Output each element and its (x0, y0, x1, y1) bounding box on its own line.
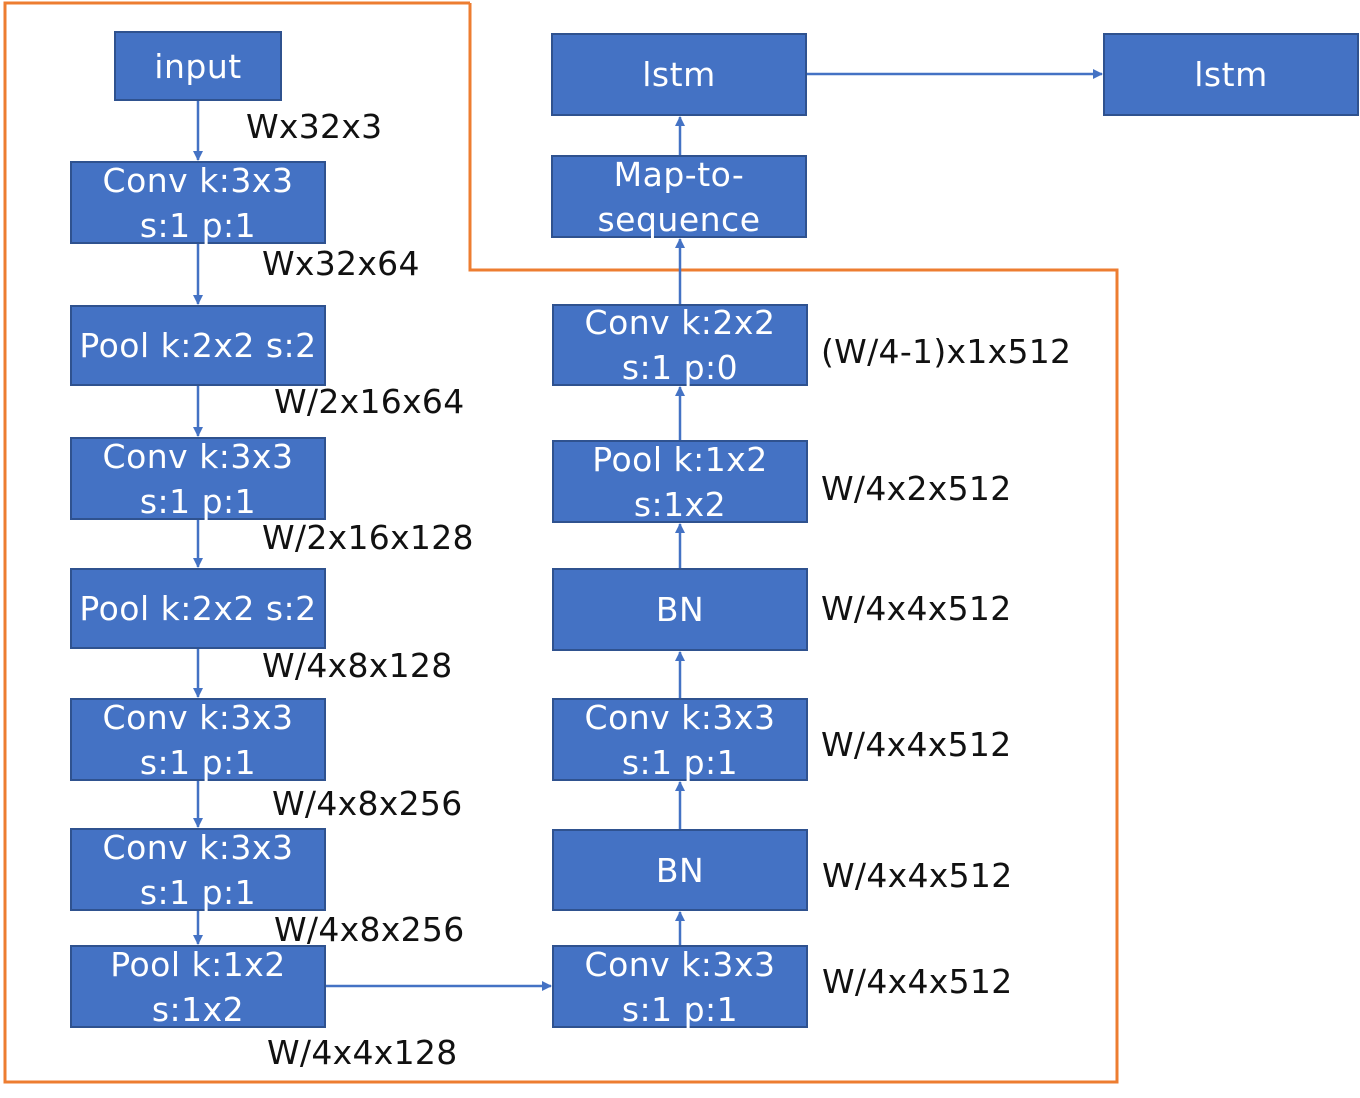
lstm2-node: lstm (1103, 33, 1359, 116)
dim-after-conv3: W/4x8x256 (272, 784, 463, 823)
node-label-line: Pool k:1x2 (592, 439, 768, 479)
node-label-line: Pool k:2x2 s:2 (79, 589, 317, 628)
conv2-node: Conv k:3x3 s:1 p:1 (70, 436, 326, 521)
node-label-line: s:1 p:1 (621, 742, 739, 782)
node-label-line: Conv k:2x2 (584, 303, 776, 342)
node-label-line: Conv k:3x3 (584, 697, 776, 737)
node-label-line: s:1 p:1 (139, 872, 257, 912)
dim-after-conv4: W/4x8x256 (274, 910, 465, 949)
conv3-node: Conv k:3x3 s:1 p:1 (70, 697, 326, 782)
pool4-node: Pool k:1x2 s:1x2 (552, 439, 808, 524)
node-label-line: s:1 p:0 (621, 348, 739, 387)
node-label-line: sequence (597, 199, 761, 239)
dim-after-bn2: W/4x4x512 (821, 589, 1012, 628)
pool2-node: Pool k:2x2 s:2 (70, 568, 326, 649)
node-label-line: BN (655, 590, 705, 629)
dim-after-pool1: W/2x16x64 (274, 382, 465, 421)
pool3-node: Pool k:1x2 s:1x2 (70, 944, 326, 1029)
bn2-node: BN (552, 568, 808, 651)
map-to-sequence-node: Map-to-sequence (551, 154, 807, 239)
node-label-line: s:1x2 (633, 484, 727, 524)
dim-after-conv5: W/4x4x512 (822, 962, 1013, 1001)
node-label-line: lstm (642, 55, 716, 94)
dim-after-conv1: Wx32x64 (262, 244, 420, 283)
node-label-line: Map-to- (613, 154, 745, 194)
conv1-node: Conv k:3x3 s:1 p:1 (70, 160, 326, 245)
dim-after-pool4: W/4x2x512 (821, 469, 1012, 508)
bn1-node: BN (552, 829, 808, 911)
conv7-node: Conv k:2x2 s:1 p:0 (552, 303, 808, 387)
node-label-line: s:1 p:1 (139, 742, 257, 782)
dim-after-pool2: W/4x8x128 (262, 646, 453, 685)
dim-after-conv7: (W/4-1)x1x512 (821, 332, 1072, 371)
pool1-node: Pool k:2x2 s:2 (70, 305, 326, 386)
lstm1-node: lstm (551, 33, 807, 116)
node-label-line: input (154, 46, 242, 86)
node-label-line: Conv k:3x3 (584, 944, 776, 984)
node-label-line: s:1 p:1 (139, 205, 257, 245)
conv6-node: Conv k:3x3 s:1 p:1 (552, 697, 808, 782)
node-label-line: Pool k:1x2 (110, 944, 286, 984)
node-label-line: BN (655, 850, 705, 890)
dim-after-conv6: W/4x4x512 (821, 725, 1012, 764)
node-label-line: Conv k:3x3 (102, 827, 294, 867)
node-label-line: Conv k:3x3 (102, 697, 294, 737)
cnn-region-outline (3, 1, 1119, 1084)
dim-after-pool3: W/4x4x128 (267, 1033, 458, 1072)
dim-after-input: Wx32x3 (246, 107, 383, 146)
node-label-line: Pool k:2x2 s:2 (79, 326, 317, 365)
node-label-line: Conv k:3x3 (102, 436, 294, 476)
node-label-line: lstm (1194, 55, 1268, 94)
node-label-line: s:1 p:1 (621, 989, 739, 1029)
input-node: input (114, 31, 282, 101)
node-label-line: Conv k:3x3 (102, 160, 294, 200)
dim-after-bn1: W/4x4x512 (822, 856, 1013, 895)
node-label-line: s:1x2 (151, 989, 245, 1029)
dim-after-conv2: W/2x16x128 (262, 518, 474, 557)
node-label-line: s:1 p:1 (139, 481, 257, 521)
conv4-node: Conv k:3x3 s:1 p:1 (70, 827, 326, 912)
conv5-node: Conv k:3x3 s:1 p:1 (552, 944, 808, 1029)
